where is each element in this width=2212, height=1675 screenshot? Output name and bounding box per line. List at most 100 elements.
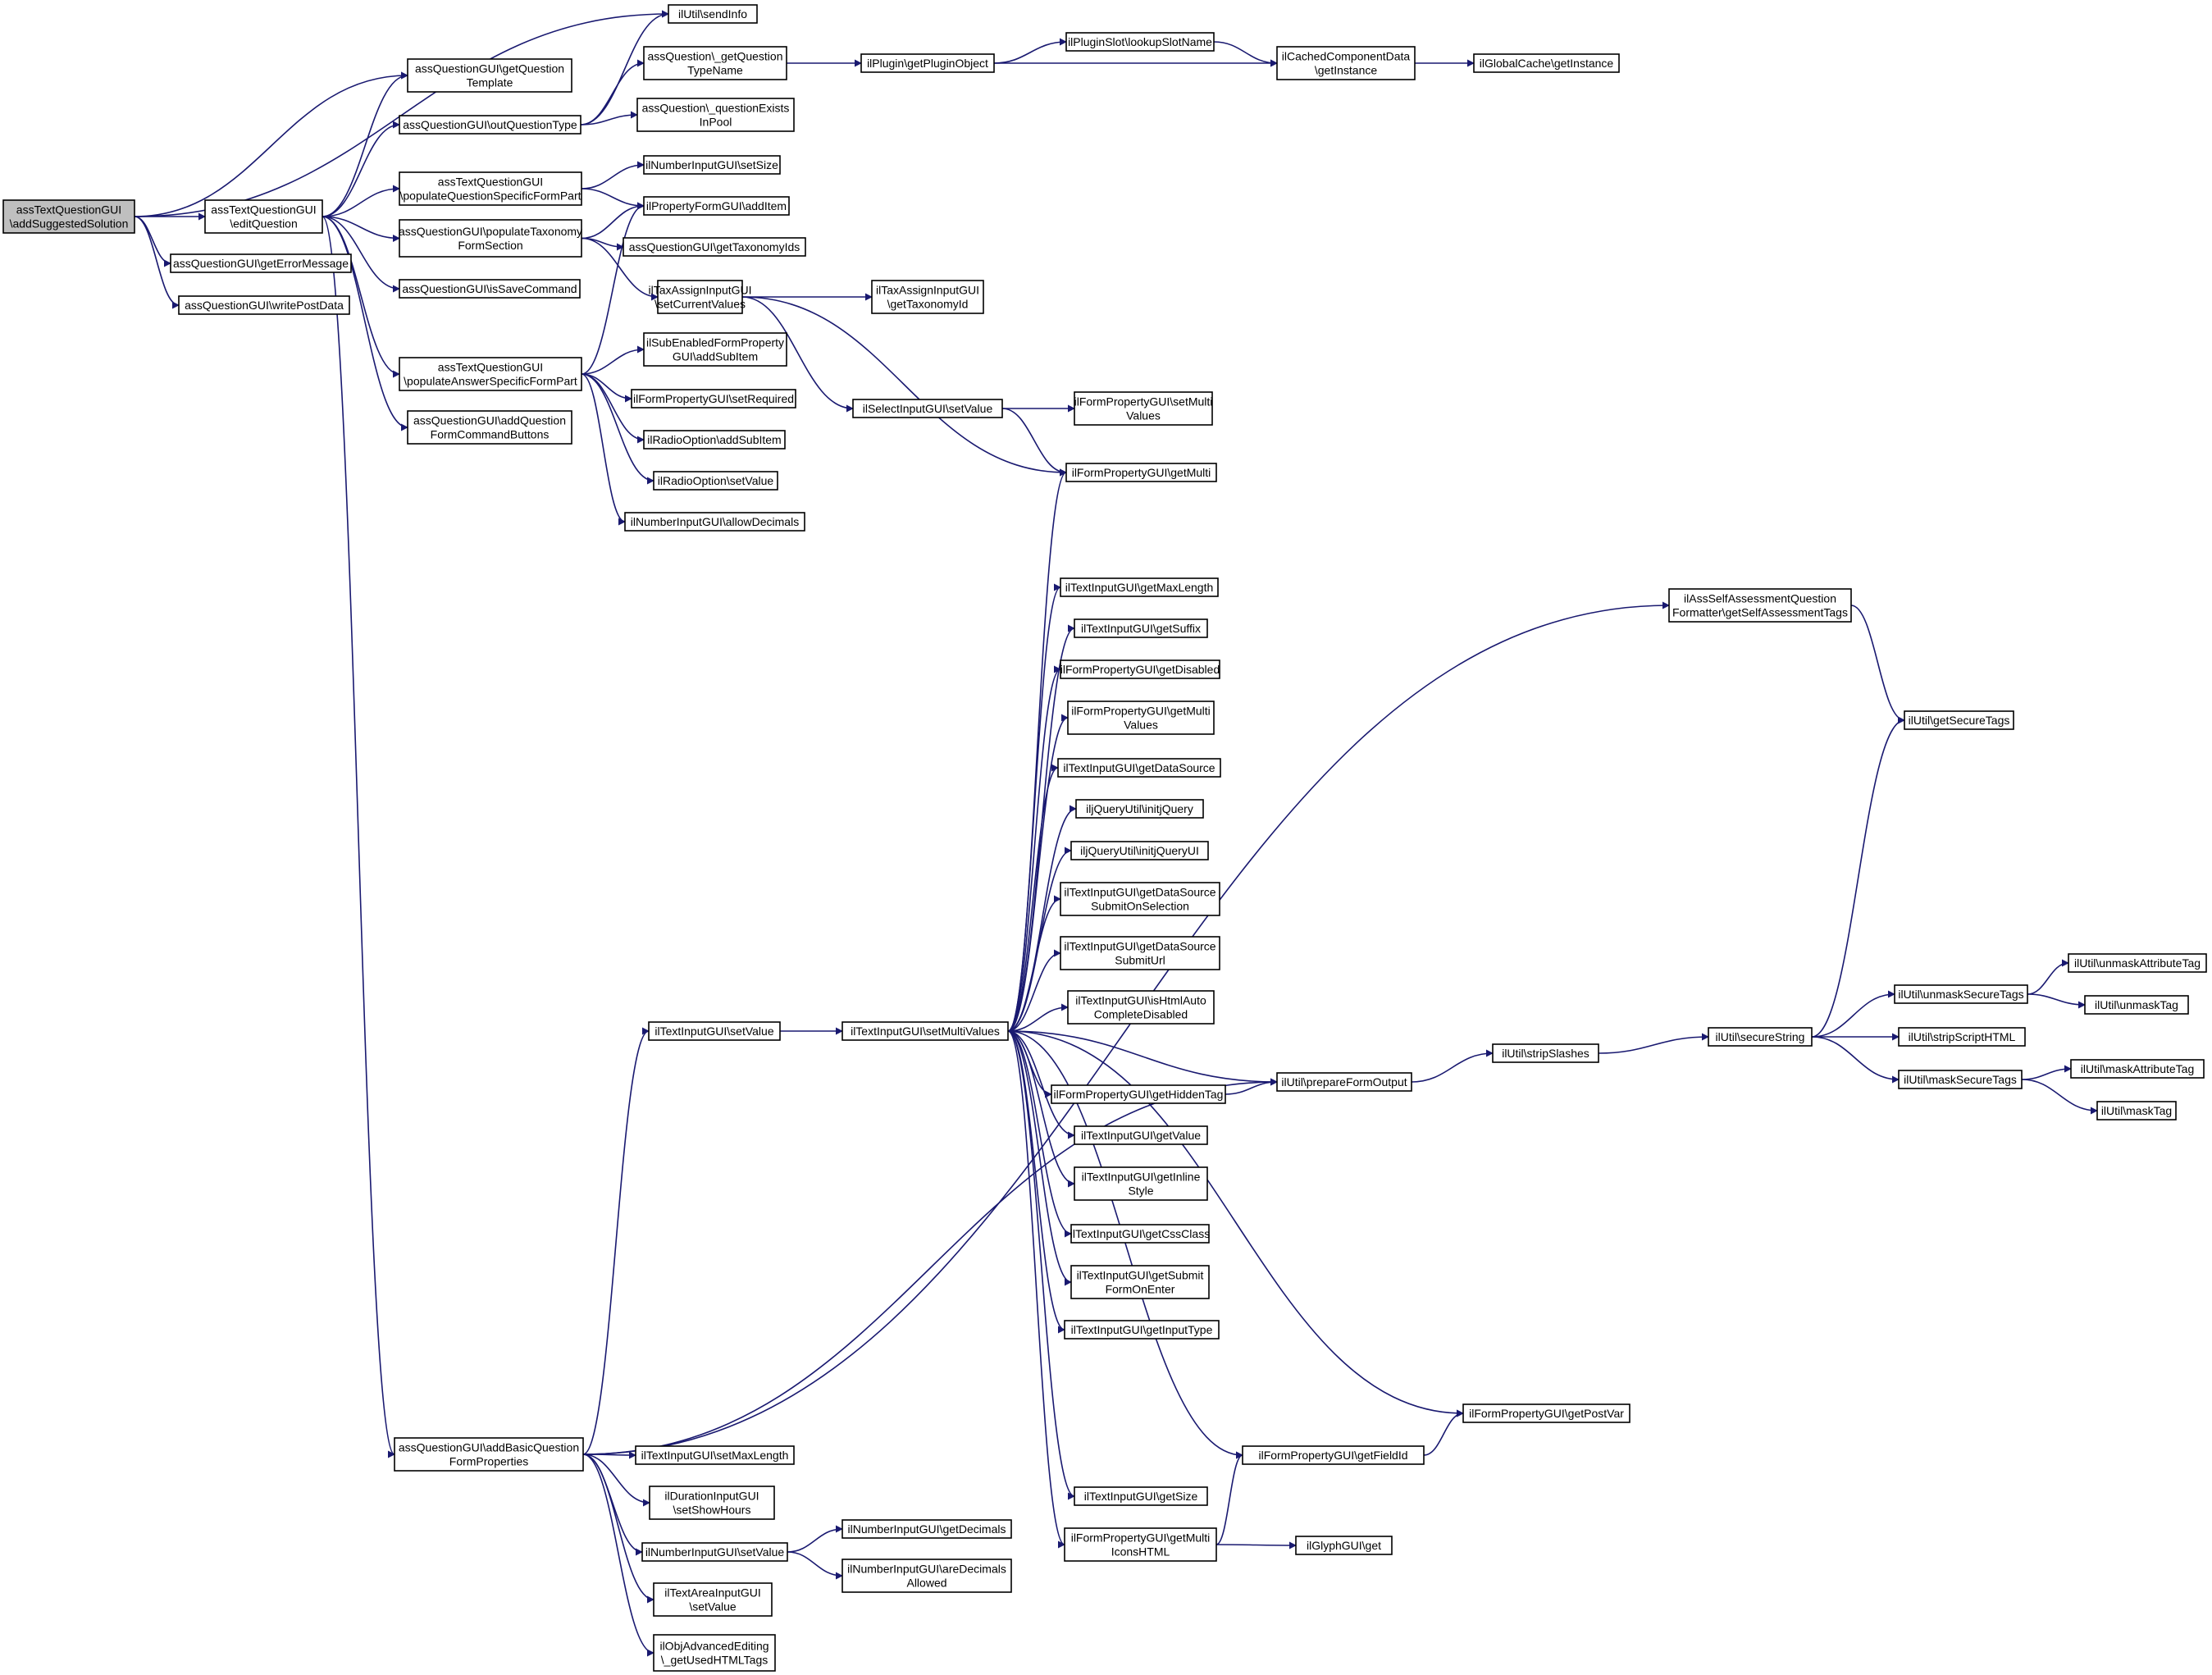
graph-node-popTaxonomy[interactable]: assQuestionGUI\populateTaxonomyFormSecti…	[399, 219, 582, 258]
graph-node-setMaxLength[interactable]: ilTextInputGUI\setMaxLength	[635, 1445, 795, 1465]
node-label: SubmitOnSelection	[1091, 900, 1189, 913]
graph-node-radioSetValue[interactable]: ilRadioOption\setValue	[653, 471, 778, 491]
graph-node-initjQuery[interactable]: iljQueryUtil\initjQuery	[1075, 799, 1204, 819]
graph-node-getHiddenTag[interactable]: ilFormPropertyGUI\getHiddenTag	[1051, 1084, 1226, 1104]
edge-n_root-to-n_writePostData	[134, 216, 180, 309]
node-box	[643, 46, 787, 80]
edge-n_outQuestionType-to-n_getQTypeName	[580, 59, 645, 126]
graph-node-maskTag[interactable]: ilUtil\maskTag	[2096, 1101, 2177, 1120]
graph-node-editQuestion[interactable]: assTextQuestionGUI\editQuestion	[204, 199, 323, 234]
graph-node-usedHtmlTags[interactable]: ilObjAdvancedEditing\_getUsedHTMLTags	[653, 1634, 776, 1672]
graph-node-stripSlashes[interactable]: ilUtil\stripSlashes	[1492, 1043, 1599, 1063]
graph-node-glyphGet[interactable]: ilGlyphGUI\get	[1295, 1536, 1393, 1555]
graph-node-unmaskTag[interactable]: ilUtil\unmaskTag	[2084, 995, 2189, 1015]
graph-node-writePostData[interactable]: assQuestionGUI\writePostData	[178, 295, 350, 315]
edge-n_getHiddenTag-to-n_prepFormOut	[1225, 1078, 1278, 1095]
graph-node-selfAssess[interactable]: ilAssSelfAssessmentQuestionFormatter\get…	[1668, 588, 1852, 623]
node-box	[399, 219, 582, 258]
graph-node-numSetSize[interactable]: ilNumberInputGUI\setSize	[643, 155, 781, 175]
graph-node-getDSSubmitSel[interactable]: ilTextInputGUI\getDataSourceSubmitOnSele…	[1060, 882, 1220, 916]
graph-node-getInputType[interactable]: ilTextInputGUI\getInputType	[1064, 1320, 1220, 1340]
graph-node-root[interactable]: assTextQuestionGUI\addSuggestedSolution	[2, 199, 135, 234]
graph-node-isSaveCommand[interactable]: assQuestionGUI\isSaveCommand	[399, 279, 581, 299]
node-label: \setCurrentValues	[654, 298, 746, 311]
graph-node-outQuestionType[interactable]: assQuestionGUI\outQuestionType	[399, 115, 582, 135]
graph-node-pluginObj[interactable]: ilPlugin\getPluginObject	[860, 53, 995, 73]
graph-node-globalCache[interactable]: ilGlobalCache\getInstance	[1473, 53, 1620, 73]
graph-node-lookupSlot[interactable]: ilPluginSlot\lookupSlotName	[1065, 32, 1215, 52]
graph-node-getDataSource[interactable]: ilTextInputGUI\getDataSource	[1057, 758, 1221, 778]
graph-node-getDecimals[interactable]: ilNumberInputGUI\getDecimals	[841, 1519, 1012, 1539]
graph-node-getDisabled[interactable]: ilFormPropertyGUI\getDisabled	[1060, 660, 1220, 679]
node-label: ilTextInputGUI\getSubmit	[1077, 1269, 1204, 1282]
graph-node-getTaxIds[interactable]: assQuestionGUI\getTaxonomyIds	[623, 237, 806, 257]
graph-node-addQFormCmd[interactable]: assQuestionGUI\addQuestionFormCommandBut…	[407, 410, 572, 445]
graph-node-getSecureTags[interactable]: ilUtil\getSecureTags	[1904, 710, 2014, 730]
graph-node-getValue[interactable]: ilTextInputGUI\getValue	[1074, 1125, 1208, 1145]
graph-node-textSetMulti[interactable]: ilTextInputGUI\setMultiValues	[841, 1021, 1009, 1041]
graph-node-popAnswer[interactable]: assTextQuestionGUI\populateAnswerSpecifi…	[399, 357, 582, 391]
node-label: ilFormPropertyGUI\getPostVar	[1469, 1407, 1624, 1420]
node-box	[841, 1559, 1012, 1593]
node-label: Style	[1128, 1184, 1153, 1198]
graph-node-allowDecimals[interactable]: ilNumberInputGUI\allowDecimals	[624, 512, 805, 532]
edge-n_textSetMulti-to-n_getDSSubmitSel	[1007, 895, 1061, 1032]
graph-node-taxSetCurVal[interactable]: ilTaxAssignInputGUI\setCurrentValues	[648, 280, 752, 314]
graph-node-setShowHours[interactable]: ilDurationInputGUI\setShowHours	[649, 1486, 775, 1520]
graph-node-getCssClass[interactable]: ilTextInputGUI\getCssClass	[1070, 1224, 1210, 1244]
graph-node-secureString[interactable]: ilUtil\secureString	[1708, 1027, 1813, 1047]
node-label: ilCachedComponentData	[1282, 50, 1411, 63]
node-box	[871, 280, 984, 314]
graph-node-propAddItem[interactable]: ilPropertyFormGUI\addItem	[643, 196, 790, 216]
graph-node-numSetValue[interactable]: ilNumberInputGUI\setValue	[641, 1542, 788, 1562]
graph-node-popQSpecific[interactable]: assTextQuestionGUI\populateQuestionSpeci…	[399, 171, 582, 206]
graph-node-getFieldId[interactable]: ilFormPropertyGUI\getFieldId	[1242, 1445, 1425, 1465]
graph-node-getMulti[interactable]: ilFormPropertyGUI\getMulti	[1065, 463, 1217, 482]
node-label: ilUtil\maskAttributeTag	[2081, 1062, 2195, 1075]
node-label: ilTextInputGUI\setMaxLength	[641, 1449, 789, 1462]
graph-node-setMultiVals[interactable]: ilFormPropertyGUI\setMultiValues	[1074, 391, 1213, 426]
graph-node-getSuffix[interactable]: ilTextInputGUI\getSuffix	[1074, 618, 1208, 638]
graph-node-textAreaSetVal[interactable]: ilTextAreaInputGUI\setValue	[653, 1582, 773, 1617]
edge-n_unmaskSecure-to-n_unmaskTag	[2027, 993, 2086, 1009]
graph-node-stripScript[interactable]: ilUtil\stripScriptHTML	[1898, 1027, 2026, 1047]
graph-node-maskAttr[interactable]: ilUtil\maskAttributeTag	[2070, 1059, 2205, 1079]
graph-node-cachedInst[interactable]: ilCachedComponentData\getInstance	[1276, 46, 1416, 80]
node-box	[1074, 1486, 1208, 1506]
graph-node-sendInfo[interactable]: ilUtil\sendInfo	[668, 4, 758, 24]
graph-node-maskSecure[interactable]: ilUtil\maskSecureTags	[1898, 1070, 2023, 1089]
graph-node-isHtmlAuto[interactable]: ilTextInputGUI\isHtmlAutoCompleteDisable…	[1067, 990, 1215, 1025]
node-label: ilUtil\sendInfo	[678, 7, 747, 21]
nodes-layer: assTextQuestionGUI\addSuggestedSolution i…	[2, 4, 2207, 1672]
node-label: ilUtil\getSecureTags	[1909, 714, 2010, 727]
graph-node-setRequired[interactable]: ilFormPropertyGUI\setRequired	[631, 389, 796, 408]
graph-node-getPostVar[interactable]: ilFormPropertyGUI\getPostVar	[1462, 1403, 1630, 1423]
edge-n_textSetMulti-to-n_getSubmitEnter	[1007, 1030, 1072, 1286]
edge-n_editQuestion-to-n_outQuestionType	[322, 121, 400, 217]
graph-node-initjQueryUI[interactable]: iljQueryUtil\initjQueryUI	[1070, 841, 1209, 860]
graph-node-addBasicQ[interactable]: assQuestionGUI\addBasicQuestionFormPrope…	[394, 1437, 584, 1472]
graph-node-radioAddSub[interactable]: ilRadioOption\addSubItem	[643, 430, 786, 450]
graph-node-taxGetTaxId[interactable]: ilTaxAssignInputGUI\getTaxonomyId	[871, 280, 984, 314]
graph-node-getErrorMessage[interactable]: assQuestionGUI\getErrorMessage	[170, 253, 352, 273]
node-label: ilTextInputGUI\getCssClass	[1070, 1227, 1210, 1240]
graph-node-unmaskSecure[interactable]: ilUtil\unmaskSecureTags	[1894, 984, 2028, 1004]
graph-node-textSetValue[interactable]: ilTextInputGUI\setValue	[648, 1021, 781, 1041]
graph-node-selSetValue[interactable]: ilSelectInputGUI\setValue	[852, 399, 1003, 418]
graph-node-getMaxLength[interactable]: ilTextInputGUI\getMaxLength	[1060, 577, 1219, 597]
graph-node-unmaskAttr[interactable]: ilUtil\unmaskAttributeTag	[2068, 953, 2207, 973]
graph-node-prepFormOut[interactable]: ilUtil\prepareFormOutput	[1276, 1072, 1412, 1092]
node-box	[2068, 953, 2207, 973]
graph-node-getSize[interactable]: ilTextInputGUI\getSize	[1074, 1486, 1208, 1506]
